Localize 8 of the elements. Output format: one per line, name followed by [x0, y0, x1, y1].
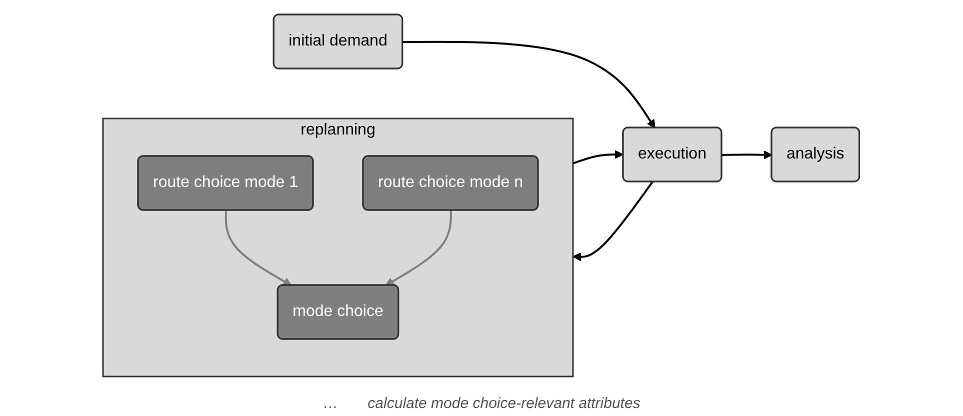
arrow — [573, 150, 624, 164]
arrow — [386, 210, 452, 286]
note-text: … — [322, 395, 338, 412]
arrow — [403, 40, 656, 128]
arrow — [722, 150, 773, 160]
arrow — [572, 180, 654, 262]
note-text: calculate mode choice-relevant attributes — [368, 395, 640, 412]
arrow — [225, 210, 292, 286]
